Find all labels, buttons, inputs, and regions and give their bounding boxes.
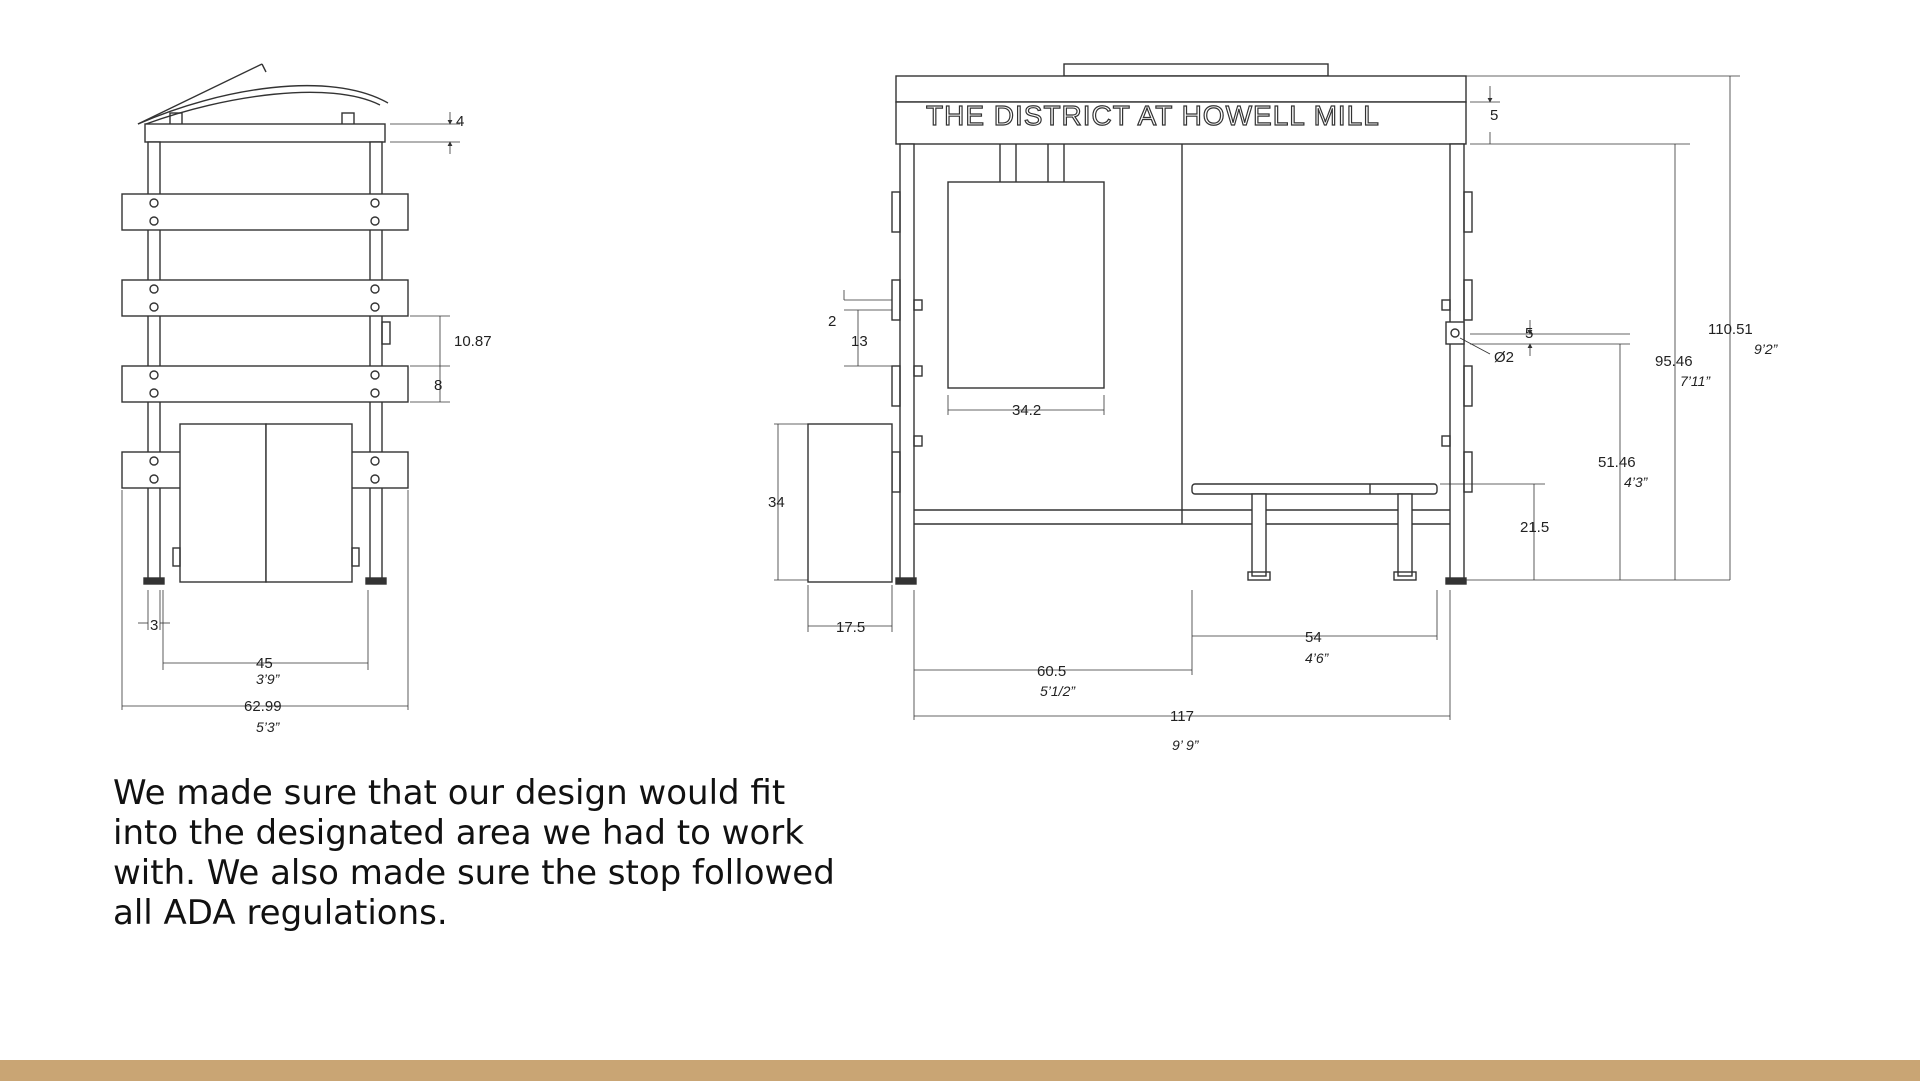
dim-overall-width-ft: 9’ 9” [1172,737,1200,753]
dim-slat: 8 [434,377,442,394]
design-caption: We made sure that our design would fit i… [113,773,835,933]
dim-clear-height: 95.46 [1655,353,1693,370]
side-view [121,63,460,710]
dim-map-width: 34.2 [1012,402,1041,419]
dim-bench-width-ft: 4’6” [1305,650,1330,666]
dim-button-height: 51.46 [1598,454,1636,471]
dim-bench-width: 54 [1305,629,1322,646]
dim-clear-height-ft: 7’11” [1680,373,1711,389]
front-view-dimensions: 5 34.2 2 13 34 17.5 5 Ø2 51.46 4’3” 95.4… [768,107,1779,753]
dim-half-width: 60.5 [1037,663,1066,680]
dim-half-width-ft: 5’1/2” [1040,683,1076,699]
dim-inner: 45 [256,655,273,672]
front-view [774,63,1740,720]
dim-bracket-b: 13 [851,333,868,350]
dim-fascia: 5 [1490,107,1498,124]
dim-total-height-ft: 9’2” [1754,341,1779,357]
dim-slat-gap: 10.87 [454,333,492,350]
dim-overall: 62.99 [244,698,282,715]
dim-button-dia: Ø2 [1494,349,1514,366]
dim-roof: 4 [456,113,464,130]
dim-bin-height: 34 [768,494,785,511]
dim-overall-ft: 5’3” [256,719,281,735]
dim-overall-width: 117 [1170,708,1194,725]
dim-button-offset: 5 [1525,325,1533,342]
dim-bracket-a: 2 [828,313,836,330]
side-view-dimensions: 4 10.87 8 3 45 3’9” 62.99 5’3” [150,113,492,735]
dim-bench-height: 21.5 [1520,519,1549,536]
dim-inner-ft: 3’9” [256,671,281,687]
shelter-sign-text: THE DISTRICT AT HOWELL MILL [926,100,1380,131]
dim-button-height-ft: 4’3” [1624,474,1649,490]
dim-bin-width: 17.5 [836,619,865,636]
dim-total-height: 110.51 [1708,321,1753,338]
dim-post: 3 [150,617,158,634]
footer-bar [0,1060,1920,1081]
